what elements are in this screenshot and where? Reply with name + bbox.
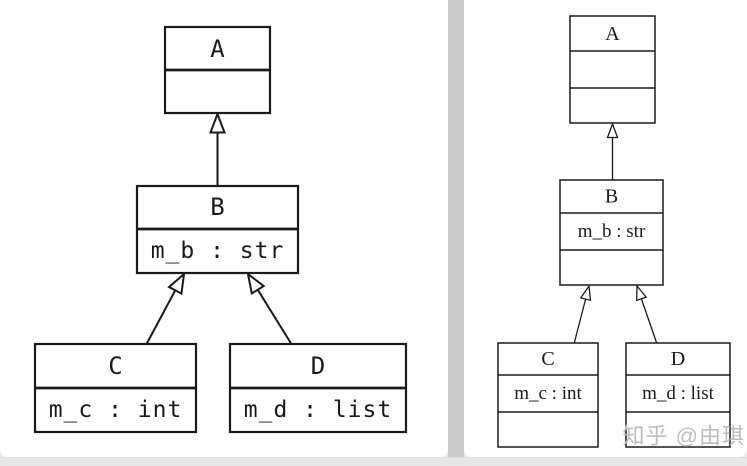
class-b: B m_b : str <box>559 179 664 286</box>
zhihu-watermark: 知乎 @由琪 <box>623 424 745 449</box>
class-c-box <box>497 342 599 448</box>
class-c: C m_c : int <box>497 342 599 448</box>
inheritance-arrow-c-to-b <box>145 271 186 346</box>
panel-divider <box>448 0 464 460</box>
right-diagram-panel: A B m_b : str C m_c : int D <box>464 0 747 458</box>
class-d-attr: m_d : list <box>642 383 715 404</box>
class-b: B m_b : str <box>135 184 300 275</box>
class-d: D m_d : list <box>228 342 408 434</box>
class-d-name: D <box>671 348 685 370</box>
page-bottom-strip <box>0 457 747 466</box>
class-b-name: B <box>605 186 618 208</box>
class-a-box <box>569 15 656 124</box>
inheritance-arrow-d-to-b <box>246 271 293 346</box>
left-diagram-panel: A B m_b : str C m_c : int D m_d : list <box>0 0 448 458</box>
inheritance-arrow-d-to-b <box>636 284 658 345</box>
left-uml-diagram: A B m_b : str C m_c : int D m_d : list <box>33 25 408 434</box>
class-d-attr: m_d : list <box>244 397 392 423</box>
class-c-attr: m_c : int <box>49 397 183 423</box>
class-b-attr: m_b : str <box>151 238 285 264</box>
inheritance-arrow-c-to-b <box>573 284 592 345</box>
class-b-name: B <box>210 193 224 221</box>
class-c-name: C <box>108 352 122 380</box>
class-b-box <box>559 179 664 286</box>
class-c-attr: m_c : int <box>514 383 582 404</box>
class-a: A <box>163 25 272 115</box>
class-d-name: D <box>311 352 325 380</box>
right-uml-diagram: A B m_b : str C m_c : int D <box>497 15 745 449</box>
class-d: D m_d : list <box>625 342 731 448</box>
class-c-name: C <box>541 348 554 370</box>
class-d-box <box>625 342 731 448</box>
class-a-name: A <box>210 35 225 63</box>
class-c: C m_c : int <box>33 342 198 434</box>
class-a: A <box>569 15 656 124</box>
class-b-attr: m_b : str <box>578 221 646 242</box>
class-a-name: A <box>605 23 620 45</box>
